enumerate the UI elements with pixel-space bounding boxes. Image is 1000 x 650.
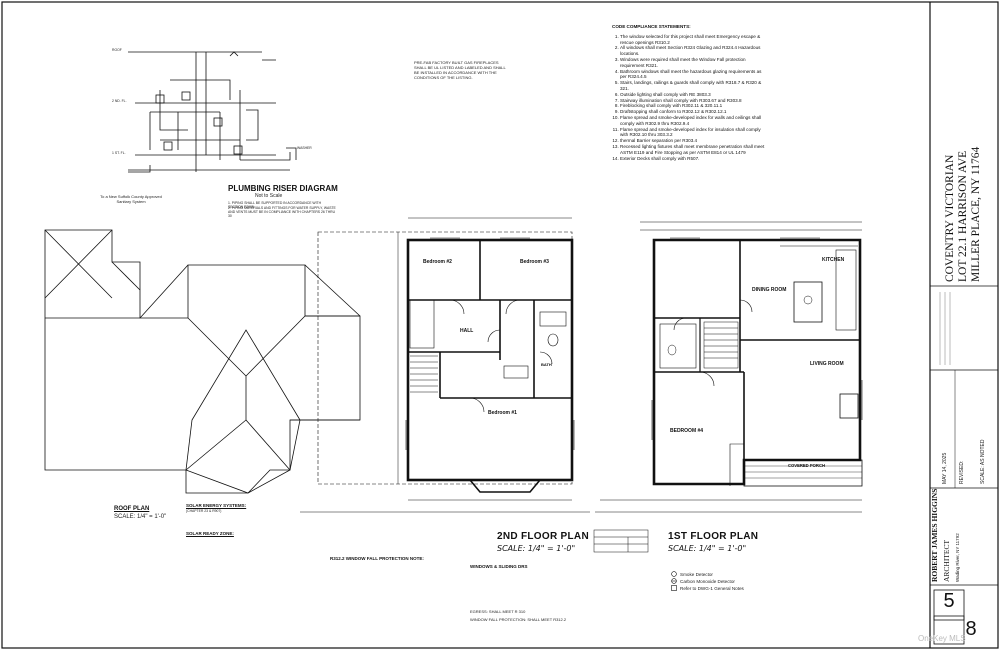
- plumbing-note-2: 2. PIPING MATERIALS AND FITTINGS FOR WAT…: [228, 206, 336, 219]
- code-item: Bathroom windows shall meet the hazardou…: [620, 69, 768, 81]
- hall-label: HALL: [460, 328, 474, 334]
- project-line-2: LOT 22.1 HARRISON AVE: [957, 150, 969, 282]
- scale-label: SCALE: AS NOTED: [980, 439, 986, 484]
- solar-ready-title: SOLAR READY ZONE:: [186, 531, 234, 536]
- bedroom-2-label: Bedroom #2: [423, 259, 452, 265]
- first-floor-label: 1 ST. FL.: [112, 151, 126, 155]
- code-item: All windows shall meet Section R324 Glaz…: [620, 45, 768, 57]
- bedroom-3-label: Bedroom #3: [520, 259, 549, 265]
- solar-title: SOLAR ENERGY SYSTEMS:: [186, 503, 247, 508]
- roof-plan-scale: SCALE: 1/4" = 1'-0": [114, 514, 167, 520]
- egress-note: EGRESS: SHALL MEET R 310: [470, 609, 526, 614]
- second-floor-title: 2ND FLOOR PLAN: [497, 531, 589, 542]
- legend-symbols: [671, 571, 677, 591]
- plumbing-title: PLUMBING RISER DIAGRAM: [228, 184, 338, 193]
- plumbing-note-1: 1. PIPING SHALL BE SUPPORTED IN ACCORDAN…: [228, 201, 322, 210]
- roof-plan: [44, 229, 361, 494]
- code-item: Recessed lighting fixtures shall meet me…: [620, 144, 768, 156]
- roof-plan-title: ROOF PLAN: [114, 506, 150, 512]
- code-item: Outside lighting shall comply with RE 38…: [620, 92, 768, 98]
- architect-name: ROBERT JAMES HIGGINS: [930, 488, 939, 582]
- code-item: Flame spread and smoke-developed index f…: [620, 127, 768, 139]
- bedroom-4-label: BEDROOM #4: [670, 428, 704, 434]
- code-item: thermal Barrier separation per R303.4: [620, 138, 768, 144]
- code-list: The window selected for this project sha…: [612, 34, 768, 162]
- windows-doors-title: WINDOWS & SLIDING DRS: [470, 564, 528, 569]
- legend-co: Carbon Monoxide Detector: [680, 579, 735, 584]
- code-item: Fireblocking shall comply with R302.11 &…: [620, 103, 768, 109]
- kitchen-label: KITCHEN: [822, 257, 845, 263]
- covered-porch-label: COVERED PORCH: [788, 463, 825, 468]
- sanitary-note: To a New Suffolk County Approved Sanitar…: [100, 194, 162, 204]
- solar-subtitle: (CHAPTER 23 & R907): [186, 509, 222, 513]
- plumbing-riser-diagram: [128, 51, 297, 173]
- bedroom-1-label: Bedroom #1: [488, 410, 517, 416]
- code-item: Stairs, landings, railings & guards shal…: [620, 80, 768, 92]
- code-item: Stairway illumination shall comply with …: [620, 98, 768, 104]
- window-fall-title: R312.2 WINDOW FALL PROTECTION NOTE:: [330, 556, 424, 561]
- legend-notes: Refer to DWG-1 General Notes: [680, 586, 744, 591]
- code-item: Exterior Decks shall comply with R507.: [620, 156, 768, 162]
- dining-room-label: DINING ROOM: [752, 287, 787, 293]
- legend-smoke: Smoke Detector: [680, 572, 713, 577]
- fine-print-lines: [939, 292, 951, 365]
- first-floor-title: 1ST FLOOR PLAN: [668, 531, 759, 542]
- title-block-frame: [929, 2, 998, 648]
- code-title: CODE COMPLIANCE STATEMENTS:: [612, 24, 691, 29]
- window-fall-note: WINDOW FALL PROTECTION: SHALL MEET R312.…: [470, 617, 567, 622]
- project-line-1: COVENTRY VICTORIAN: [944, 154, 956, 282]
- code-item: Draftstopping shall conform to R302.12 &…: [620, 109, 768, 115]
- code-item: Windows were required shall meet the Win…: [620, 57, 768, 69]
- plumbing-subtitle: Not to Scale: [255, 193, 283, 199]
- code-compliance: CODE COMPLIANCE STATEMENTS: The window s…: [612, 24, 768, 161]
- living-room-label: LIVING ROOM: [810, 361, 844, 367]
- code-item: The window selected for this project sha…: [620, 34, 768, 46]
- area-schedule: [593, 529, 649, 553]
- second-floor-scale: SCALE: 1/4" = 1'-0": [497, 544, 576, 553]
- project-line-3: MILLER PLACE, NY 11764: [970, 146, 982, 282]
- sheet-number: 5: [943, 590, 955, 612]
- fireplace-note: PRE-FAB FACTORY BUILT GAS FIREPLACES SHA…: [414, 60, 506, 80]
- sheet-total: 8: [965, 618, 977, 640]
- drawing-date: MAY 14, 2025: [942, 452, 948, 484]
- roof-label: ROOF: [112, 48, 122, 52]
- watermark: OneKey MLS: [918, 634, 966, 643]
- architect-title: ARCHITECT: [942, 539, 951, 582]
- first-floor-plan: [595, 221, 863, 513]
- bath-label: BATH: [541, 362, 552, 367]
- second-floor-plan: [300, 217, 590, 513]
- washer-label: WASHER: [297, 146, 312, 150]
- second-floor-label: 2 ND. FL.: [112, 99, 127, 103]
- first-floor-scale: SCALE: 1/4" = 1'-0": [668, 544, 747, 553]
- code-item: Flame spread and smoke-developed index f…: [620, 115, 768, 127]
- revised-label: REVISED:: [959, 460, 965, 484]
- architect-address: Wading River, NY 11792: [955, 533, 960, 582]
